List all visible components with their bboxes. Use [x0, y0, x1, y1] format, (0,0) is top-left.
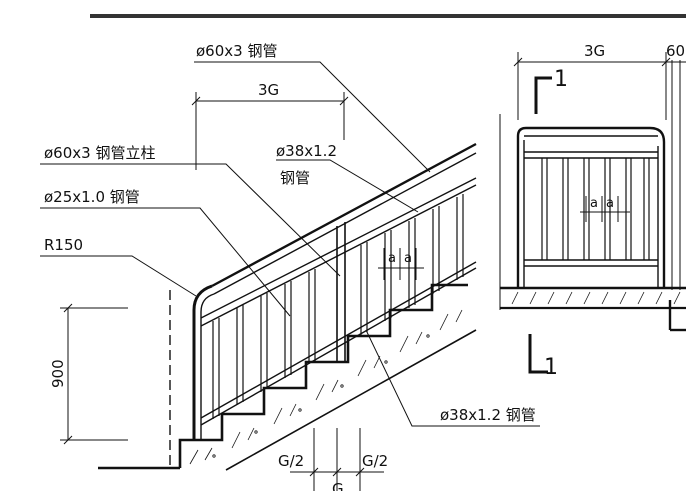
label-baluster-bottom: ø38x1.2 钢管: [440, 406, 536, 424]
bottom-rail-top: [200, 261, 477, 419]
leader-handrail: [194, 61, 431, 173]
label-rail-25: ø25x1.0 钢管: [44, 188, 140, 206]
stair-profile: [178, 283, 468, 468]
label-post: ø60x3 钢管立柱: [44, 144, 155, 162]
label-dim-3g-right: 3G: [584, 42, 605, 60]
label-radius: R150: [44, 236, 83, 254]
section-left-post: [516, 126, 527, 288]
dimensions-right: [513, 52, 686, 222]
label-dim-a3: a: [590, 196, 598, 211]
handrail-top: [211, 142, 477, 288]
dimensions-left: [60, 92, 424, 491]
label-dim-a1: a: [388, 251, 396, 266]
start-post: [192, 284, 213, 440]
stair-elevation: [98, 142, 477, 471]
label-dim-g: G: [332, 480, 344, 491]
label-section-top: 1: [554, 67, 568, 92]
stair-soffit: [225, 329, 477, 471]
top-border: [90, 14, 686, 18]
label-dim-a4: a: [606, 196, 614, 211]
label-dim-3g-left: 3G: [258, 81, 279, 99]
balusters: [212, 194, 464, 419]
leader-r150: [40, 255, 197, 297]
section-marker-top: [534, 76, 552, 114]
section-marker-bottom: [528, 334, 548, 374]
label-section-bottom: 1: [544, 355, 558, 380]
label-dim-g2-left: G/2: [278, 452, 304, 470]
lower-rail-bottom: [200, 184, 477, 327]
lower-rail-top: [200, 177, 477, 319]
label-baluster-top: ø38x1.2: [276, 142, 337, 160]
leader-baluster-top: [276, 159, 419, 213]
label-dim-a2: a: [404, 251, 412, 266]
label-baluster-top-2: 钢管: [280, 169, 310, 187]
section-balusters: [541, 158, 650, 260]
start-post-inner: [200, 293, 215, 440]
section-view: [499, 60, 686, 332]
leader-rail25: [40, 207, 291, 317]
section-right-post: [649, 126, 666, 288]
label-dim-g2-right: G/2: [362, 452, 388, 470]
slab-hatch: [511, 291, 681, 305]
label-dim-60: 60: [666, 42, 685, 60]
leader-post: [40, 163, 341, 277]
concrete-hatch: [189, 309, 463, 465]
bottom-rail-bottom: [200, 267, 477, 426]
leader-lines: [40, 61, 540, 427]
label-handrail: ø60x3 钢管: [196, 42, 277, 60]
leader-baluster-bottom: [365, 329, 540, 427]
label-dim-900: 900: [49, 359, 67, 388]
